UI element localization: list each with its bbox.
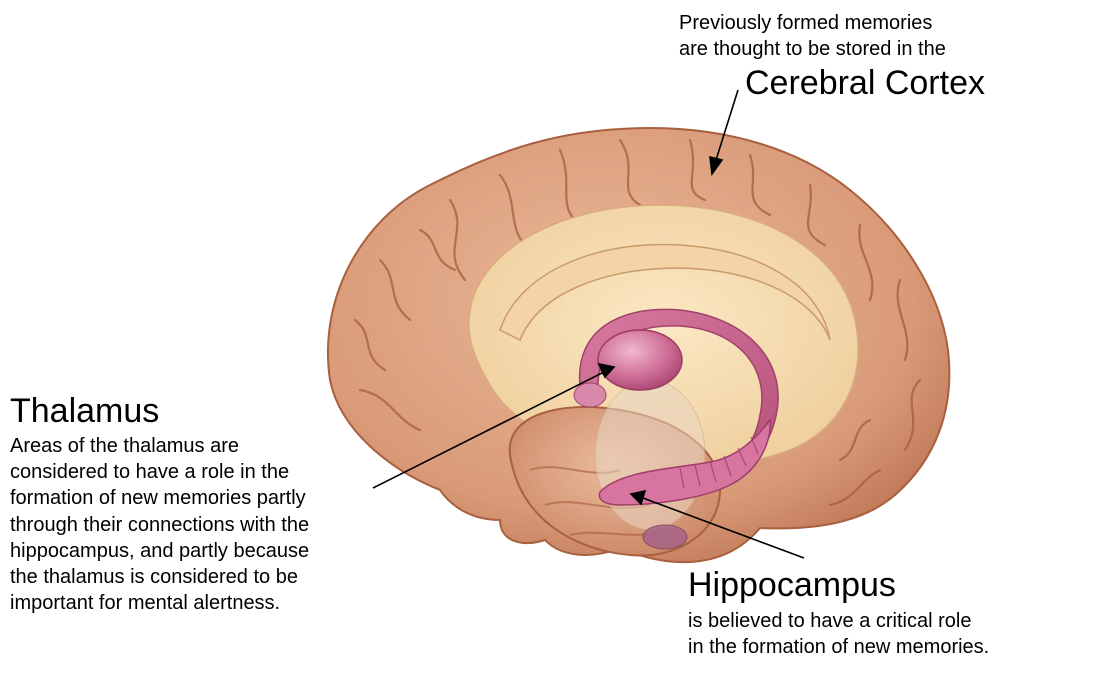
thalamus-text-line-1: Areas of the thalamus are [10, 433, 309, 459]
cerebral-cortex-title: Cerebral Cortex [745, 64, 985, 102]
hippocampus-text-line-1: is believed to have a critical role [688, 608, 989, 634]
hippocampus-title: Hippocampus [688, 566, 989, 604]
thalamus-label: Thalamus Areas of the thalamus are consi… [10, 392, 309, 616]
thalamus-text-line-3: formation of new memories partly [10, 485, 309, 511]
thalamus-text-line-4: through their connections with the [10, 512, 309, 538]
cerebral-cortex-label: Previously formed memories are thought t… [679, 10, 985, 102]
thalamus-text-line-2: considered to have a role in the [10, 459, 309, 485]
thalamus-text-line-6: the thalamus is considered to be [10, 564, 309, 590]
thalamus-shape [598, 330, 682, 390]
small-nucleus-shape [574, 383, 606, 407]
thalamus-text-line-7: important for mental alertness. [10, 590, 309, 616]
thalamus-title: Thalamus [10, 392, 309, 430]
hippocampus-label: Hippocampus is believed to have a critic… [688, 566, 989, 660]
translucent-structure [595, 380, 705, 530]
cortex-text-line-1: Previously formed memories [679, 10, 985, 36]
hippocampus-text-line-2: in the formation of new memories. [688, 634, 989, 660]
thalamus-text-line-5: hippocampus, and partly because [10, 538, 309, 564]
amygdala-shape [643, 525, 687, 549]
cortex-text-line-2: are thought to be stored in the [679, 36, 985, 62]
